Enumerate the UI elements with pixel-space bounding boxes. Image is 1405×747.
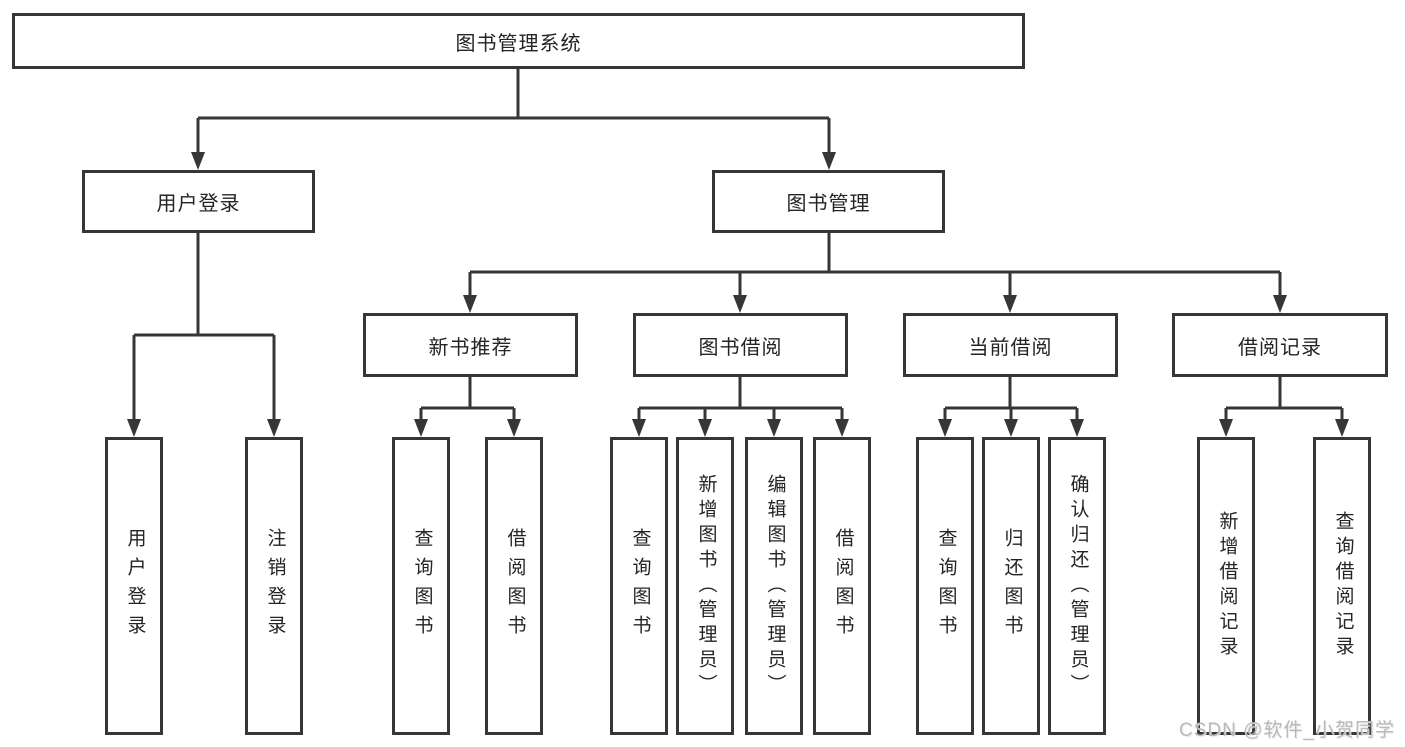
arrowheads <box>127 152 1349 437</box>
node-label: 图书管理系统 <box>455 32 582 55</box>
node-label: 查询图书 <box>935 528 957 644</box>
leaf-user-login: 用户登录 <box>105 437 163 735</box>
node-label: 归还图书 <box>1001 528 1023 644</box>
node-borrow-records: 借阅记录 <box>1172 313 1388 377</box>
node-label: 查询借阅记录 <box>1332 511 1354 661</box>
node-library-management-system: 图书管理系统 <box>12 13 1025 69</box>
leaf-add-books-admin: 新增图书（管理员） <box>676 437 734 735</box>
node-book-management: 图书管理 <box>712 170 945 233</box>
node-label: 图书管理 <box>786 193 871 215</box>
node-label: 编辑图书（管理员） <box>764 473 786 699</box>
node-label: 用户登录 <box>124 528 146 644</box>
node-new-book-recommend: 新书推荐 <box>363 313 578 377</box>
csdn-watermark: CSDN @软件_小贺同学 <box>1179 720 1395 741</box>
leaf-query-books-recommend: 查询图书 <box>392 437 450 735</box>
node-book-borrow: 图书借阅 <box>633 313 848 377</box>
node-label: 新增图书（管理员） <box>695 473 717 699</box>
node-label: 用户登录 <box>156 193 241 215</box>
leaf-query-borrow-record: 查询借阅记录 <box>1313 437 1371 735</box>
node-label: 当前借阅 <box>968 336 1053 359</box>
node-label: 图书借阅 <box>698 336 783 359</box>
node-label: 注销登录 <box>264 528 286 644</box>
leaf-borrow-books: 借阅图书 <box>813 437 871 735</box>
leaf-edit-books-admin: 编辑图书（管理员） <box>745 437 803 735</box>
node-label: 借阅记录 <box>1238 336 1322 359</box>
connector-paths <box>132 69 1344 420</box>
leaf-borrow-books-recommend: 借阅图书 <box>485 437 543 735</box>
leaf-query-books-current: 查询图书 <box>916 437 974 735</box>
leaf-query-books-borrow: 查询图书 <box>610 437 668 735</box>
node-label: 借阅图书 <box>504 528 526 644</box>
node-label: 新书推荐 <box>428 336 513 359</box>
leaf-logout: 注销登录 <box>245 437 303 735</box>
leaf-add-borrow-record: 新增借阅记录 <box>1197 437 1255 735</box>
leaf-confirm-return-admin: 确认归还（管理员） <box>1048 437 1106 735</box>
node-label: 新增借阅记录 <box>1216 511 1238 661</box>
node-label: 确认归还（管理员） <box>1067 473 1089 699</box>
leaf-return-books: 归还图书 <box>982 437 1040 735</box>
node-current-borrow: 当前借阅 <box>903 313 1118 377</box>
node-label: 查询图书 <box>629 528 651 644</box>
node-user-login: 用户登录 <box>82 170 315 233</box>
node-label: 查询图书 <box>411 528 433 644</box>
node-label: 借阅图书 <box>832 528 854 644</box>
